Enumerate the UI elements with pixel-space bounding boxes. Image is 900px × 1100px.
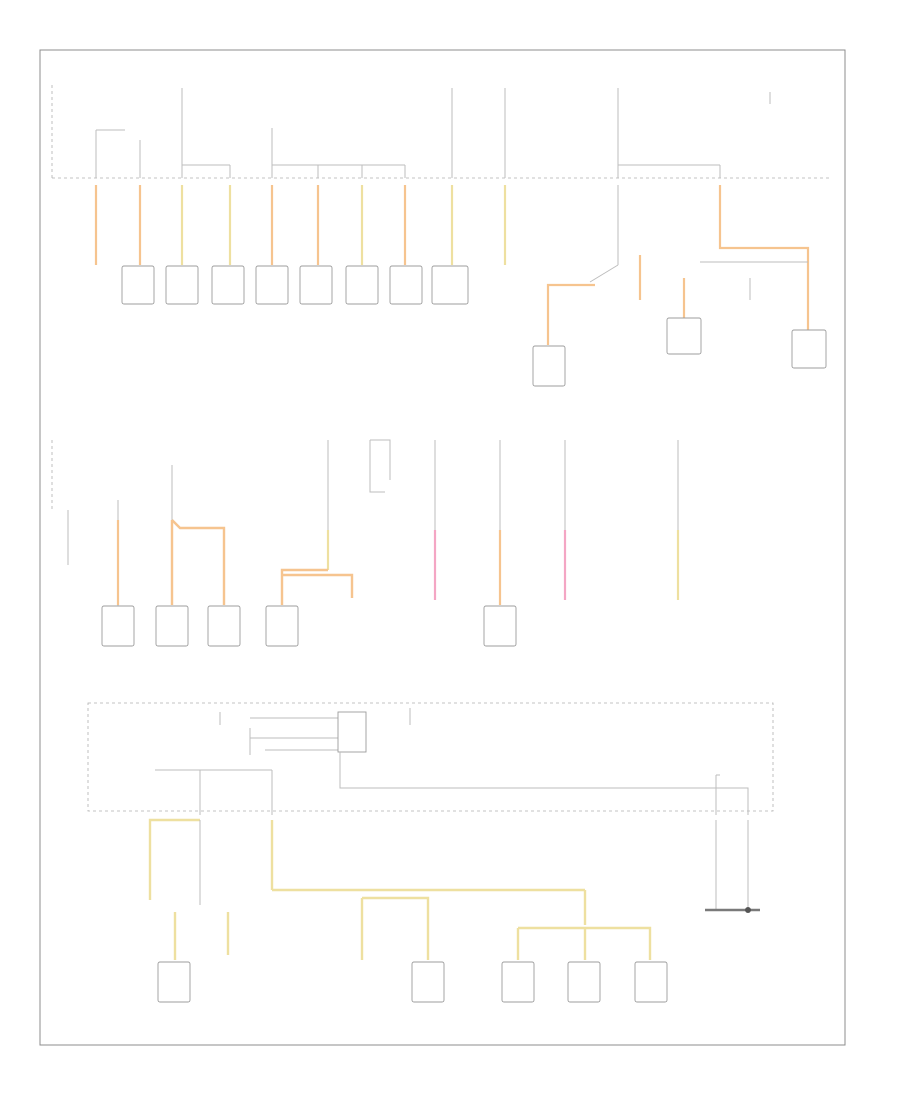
diagram-border (39, 49, 846, 1046)
section-middle (51, 439, 679, 610)
wires-lower-colored (148, 818, 749, 960)
ground-point (705, 900, 760, 913)
wires-middle-colored (116, 519, 680, 605)
connectors-bottom (157, 961, 668, 1003)
wires-top-colored (94, 185, 810, 345)
section-lower-box (87, 702, 774, 815)
section-top-fuse-block (51, 85, 830, 179)
connectors-top (121, 265, 827, 387)
connectors-middle (101, 605, 517, 647)
